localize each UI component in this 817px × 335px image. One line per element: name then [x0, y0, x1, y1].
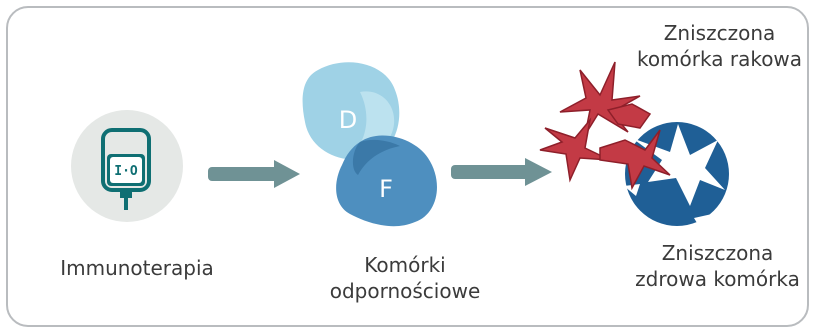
arrow-1: [208, 160, 300, 188]
immune-cell-f: F: [336, 135, 437, 227]
diagram-frame: [6, 6, 809, 327]
cell-f-letter: F: [379, 175, 393, 203]
iv-bag-icon: I·O: [71, 110, 183, 222]
immune-cells-label: Komórki odpornościowe: [329, 253, 481, 303]
destroyed-healthy-cell-label: Zniszczona zdrowa komórka: [635, 241, 800, 291]
destroyed-cancer-cell-label: Zniszczona komórka rakowa: [636, 21, 803, 71]
cell-d-letter: D: [339, 106, 357, 134]
arrow-2: [451, 158, 552, 186]
destroyed-cancer-cell: [539, 61, 671, 191]
iv-bag-text: I·O: [114, 164, 138, 179]
immunotherapy-label: Immunoterapia: [60, 256, 214, 280]
